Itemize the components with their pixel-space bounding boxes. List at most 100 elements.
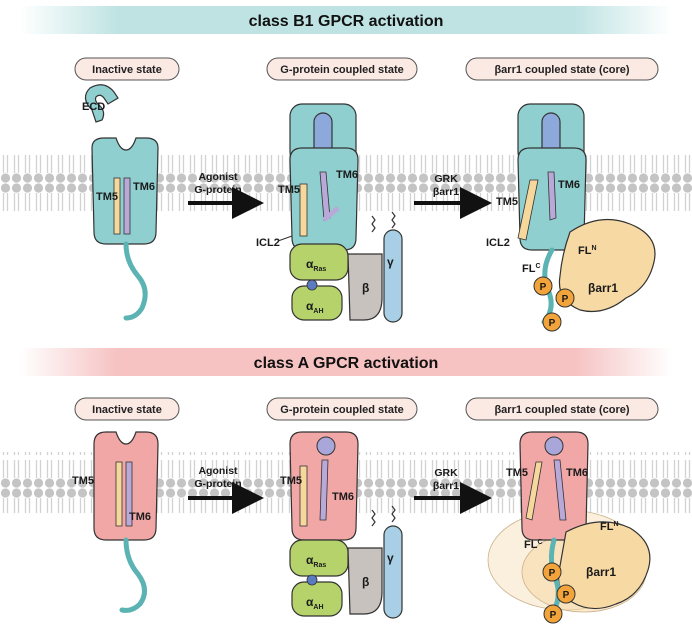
- barr1-label: βarr1: [588, 281, 618, 295]
- gamma-label: γ: [387, 255, 394, 269]
- c-tail: [119, 537, 147, 613]
- g-beta: [347, 547, 383, 615]
- g-alpha-ras: [289, 539, 349, 577]
- b1-barr-pill: βarr1 coupled state (core): [465, 57, 659, 81]
- tm5-helix: [299, 183, 308, 237]
- fln-label: FLN: [578, 245, 597, 257]
- svg-text:βarr1: βarr1: [433, 186, 459, 198]
- tm5-label: TM5: [496, 196, 518, 208]
- svg-text:G-protein coupled state: G-protein coupled state: [280, 64, 403, 76]
- svg-text:βarr1 coupled state (core): βarr1 coupled state (core): [494, 64, 629, 76]
- tm6-label: TM6: [332, 491, 354, 503]
- agonist-ligand: [316, 436, 336, 456]
- a-arrestin-receptor: TM5 TM6 βarr1 FLC FLN P P P: [487, 431, 651, 624]
- svg-text:Inactive state: Inactive state: [92, 404, 162, 416]
- g-beta: [347, 253, 383, 321]
- c-tail: [123, 241, 148, 321]
- a-barr-pill: βarr1 coupled state (core): [465, 397, 659, 421]
- barr1-label: βarr1: [586, 565, 616, 579]
- svg-text:G-protein coupled state: G-protein coupled state: [280, 404, 403, 416]
- svg-text:GRK: GRK: [434, 467, 458, 479]
- g-gamma: [383, 229, 403, 323]
- b1-gprotein-receptor: TM5 TM6 ICL2 αRas αAH β γ: [256, 103, 403, 323]
- tm6-label: TM6: [558, 179, 580, 191]
- tm6-label: TM6: [566, 467, 588, 479]
- beta-label: β: [362, 575, 369, 589]
- flc-label: FLC: [524, 539, 543, 551]
- svg-text:βarr1 coupled state (core): βarr1 coupled state (core): [494, 404, 629, 416]
- class-a-section: class A GPCR activation Inactive state G…: [0, 348, 692, 624]
- b1-arrow-agonist: Agonist G-protein: [188, 171, 264, 219]
- icl2-label: ICL2: [486, 237, 510, 249]
- tm5-helix: [299, 465, 308, 527]
- svg-text:P: P: [563, 590, 570, 601]
- agonist-ligand: [544, 436, 564, 456]
- b1-arrow-grk: GRK βarr1: [414, 173, 492, 219]
- tm6-helix: [123, 177, 131, 235]
- phosphate-icon: [556, 584, 576, 604]
- a-inactive-receptor: TM5 TM6: [72, 431, 159, 613]
- alpha-ras-label: αRas: [306, 257, 326, 273]
- b1-gprotein-pill: G-protein coupled state: [266, 57, 418, 81]
- class-a-banner: [20, 348, 672, 376]
- b1-inactive-pill: Inactive state: [74, 57, 180, 81]
- ecd-label: ECD: [82, 101, 105, 113]
- phosphate-icon: [555, 288, 575, 308]
- tm5-helix: [113, 177, 121, 235]
- tm5-label: TM5: [280, 475, 302, 487]
- b1-inactive-receptor: ECD TM5 TM6: [82, 84, 159, 321]
- tm6-helix: [547, 171, 557, 221]
- b1-arrestin-receptor: TM5 TM6 ICL2 βarr1 FLC FLN P P P: [486, 103, 656, 332]
- svg-text:P: P: [549, 318, 556, 329]
- g-gamma: [383, 525, 403, 619]
- a-arrow-agonist: Agonist G-protein: [188, 465, 264, 514]
- svg-text:P: P: [550, 610, 557, 621]
- svg-text:G-protein: G-protein: [194, 184, 241, 196]
- alpha-ah-label: αAH: [306, 595, 324, 611]
- svg-text:P: P: [562, 294, 569, 305]
- phosphate-icon: [533, 276, 553, 296]
- tm5-helix: [525, 461, 543, 521]
- tm6-helix: [319, 459, 329, 521]
- tm5-label: TM5: [278, 184, 300, 196]
- tm5-label: TM5: [506, 467, 528, 479]
- class-b1-banner: [20, 6, 672, 34]
- g-alpha-ras: [289, 243, 349, 281]
- a-gprotein-receptor: TM5 TM6 αRas αAH β γ: [280, 431, 403, 619]
- tm6-helix: [125, 461, 133, 527]
- alpha-ah-label: αAH: [306, 299, 324, 315]
- phosphate-icon: [543, 604, 563, 624]
- svg-text:P: P: [540, 282, 547, 293]
- svg-text:G-protein: G-protein: [194, 478, 241, 490]
- class-b1-title: class B1 GPCR activation: [249, 13, 444, 30]
- svg-text:GRK: GRK: [434, 173, 458, 185]
- tm6-label: TM6: [336, 169, 358, 181]
- lipid-anchor: [371, 505, 396, 527]
- beta-label: β: [362, 281, 369, 295]
- gamma-label: γ: [387, 551, 394, 565]
- alpha-ras-label: αRas: [306, 553, 326, 569]
- tm5-label: TM5: [72, 475, 94, 487]
- ecd-domain: [84, 84, 119, 123]
- gdp-icon: [306, 574, 318, 586]
- tm6-helix: [553, 459, 567, 521]
- phosphate-icon: [542, 312, 562, 332]
- class-b1-section: class B1 GPCR activation Inactive state …: [0, 6, 692, 332]
- a-gprotein-pill: G-protein coupled state: [266, 397, 418, 421]
- lipid-anchor: [371, 211, 396, 233]
- svg-text:Inactive state: Inactive state: [92, 64, 162, 76]
- arrestin: [558, 218, 656, 313]
- class-a-title: class A GPCR activation: [254, 355, 439, 372]
- a-inactive-pill: Inactive state: [74, 397, 180, 421]
- svg-text:P: P: [549, 568, 556, 579]
- tm6-label: TM6: [133, 181, 155, 193]
- svg-text:Agonist: Agonist: [198, 465, 238, 477]
- icl2-label: ICL2: [256, 237, 280, 249]
- tm5-helix: [115, 461, 123, 527]
- fln-label: FLN: [600, 521, 619, 533]
- flc-label: FLC: [522, 263, 541, 275]
- gdp-icon: [306, 279, 318, 291]
- a-arrow-grk: GRK βarr1: [414, 467, 492, 514]
- svg-text:βarr1: βarr1: [433, 480, 459, 492]
